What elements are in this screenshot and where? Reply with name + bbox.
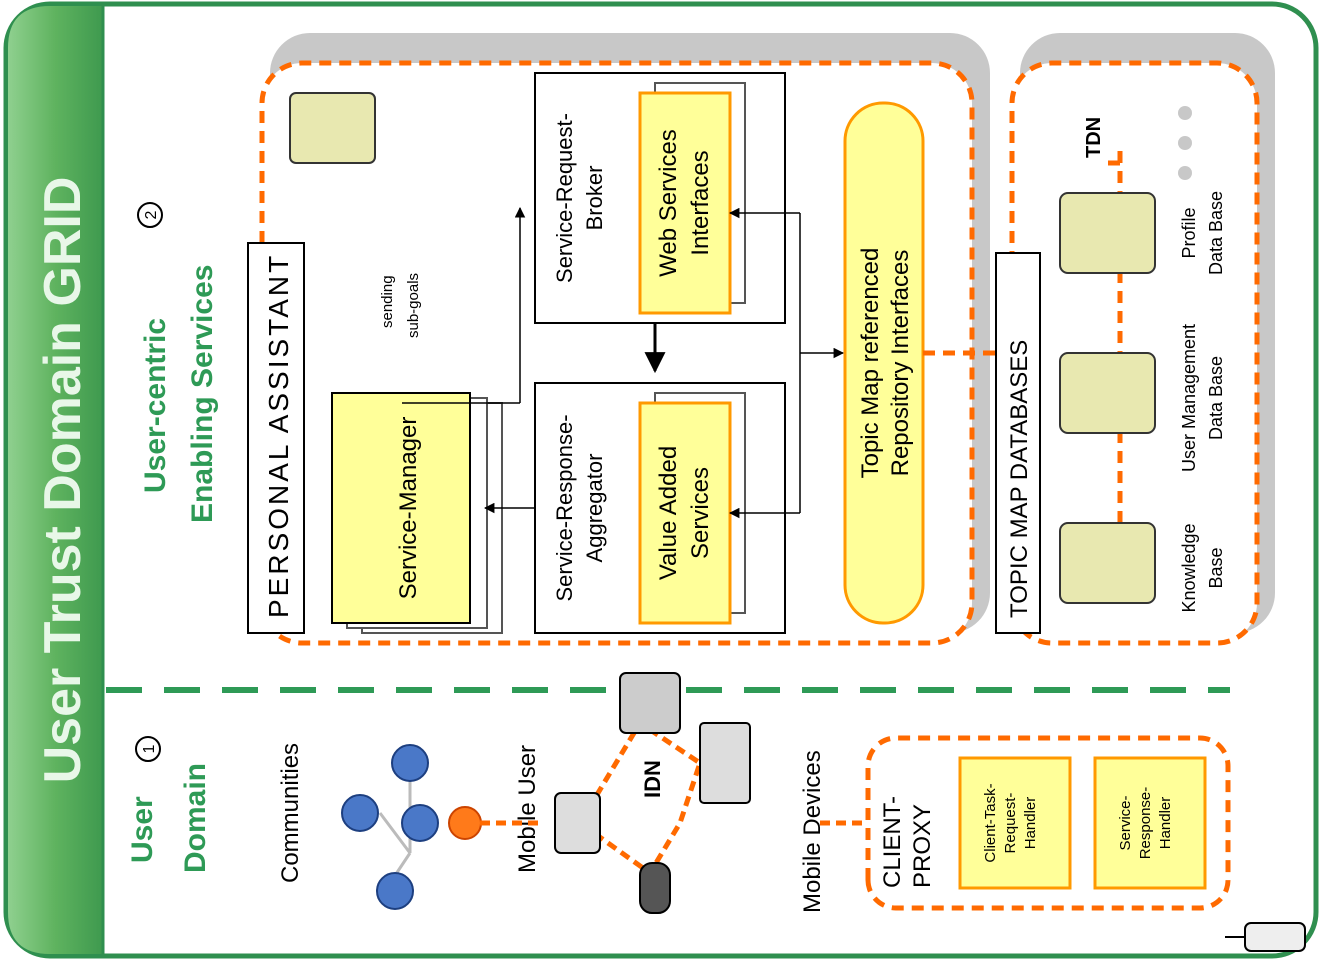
banner-title: User Trust Domain GRID (34, 177, 92, 784)
client-task-request-handler (958, 756, 1072, 890)
response-handler-line-2: Response- (1137, 787, 1154, 860)
personal-assistant-title: PERSONAL ASSISTANT (263, 253, 294, 618)
web-services-line-1: Web Services (655, 129, 682, 277)
value-added-line-2: Services (687, 467, 714, 559)
broker-title-2: Broker (582, 166, 607, 231)
mobile-user-label: Mobile User (514, 745, 541, 873)
value-added-services-box (638, 401, 732, 625)
step-1-badge (135, 736, 161, 762)
value-added-line-1: Value Added (655, 446, 682, 580)
tdn-label: TDN (1083, 117, 1105, 158)
web-services-line-2: Interfaces (687, 150, 714, 255)
profile-server-icon (1059, 192, 1156, 274)
green-band (8, 6, 102, 954)
communities-label: Communities (277, 743, 304, 883)
user-management-line-1: User Management (1179, 324, 1199, 472)
user-management-server-icon (1059, 352, 1156, 434)
repository-line-2: Repository Interfaces (887, 250, 914, 477)
client-proxy-title-1: CLIENT- (879, 796, 906, 888)
profile-line-2: Data Base (1206, 191, 1226, 275)
communities-people-icon (341, 744, 482, 910)
mobile-devices-label: Mobile Devices (799, 750, 826, 913)
response-handler-line-3: Handler (1157, 797, 1174, 850)
client-proxy-title-2: PROXY (909, 804, 936, 888)
idn-network: IDN (554, 672, 751, 914)
repository-interfaces-box (843, 101, 925, 625)
repository-line-1: Topic Map referenced (857, 248, 884, 479)
user-domain-label-2: Domain (179, 763, 212, 873)
antenna-icon (1225, 922, 1306, 952)
client-proxy-box (865, 735, 1231, 911)
response-handler-line-1: Service- (1117, 795, 1134, 850)
mobile-user-icon (448, 806, 482, 840)
idn-label: IDN (640, 760, 665, 798)
knowledge-base-line-2: Base (1206, 547, 1226, 588)
rotated-content: User Domain 1 Communities Mobile User ID… (126, 33, 1306, 952)
user-management-line-2: Data Base (1206, 356, 1226, 440)
broker-title-1: Service-Request- (552, 113, 577, 283)
server-icon (289, 92, 376, 164)
task-handler-line-3: Handler (1022, 797, 1039, 850)
laptop-device-icon (699, 722, 751, 804)
aggregator-title-2: Aggregator (582, 454, 607, 563)
aggregator-title-1: Service-Response- (552, 414, 577, 601)
knowledge-base-line-1: Knowledge (1179, 523, 1199, 612)
enabling-label-2: Enabling Services (186, 265, 219, 523)
personal-assistant-title-box (247, 242, 305, 634)
user-domain-label-1: User (126, 796, 159, 863)
step-2-number: 2 (143, 210, 160, 219)
knowledge-base-server-icon (1059, 522, 1156, 604)
subgoals-label: sub-goals (405, 273, 422, 338)
pda-device-icon (554, 792, 601, 854)
task-handler-line-1: Client-Task- (982, 783, 999, 862)
step-2-badge (137, 202, 163, 228)
phone-device-icon (639, 862, 671, 914)
service-manager-box (331, 392, 471, 624)
service-manager-label: Service-Manager (395, 417, 422, 600)
task-handler-line-2: Request- (1002, 793, 1019, 854)
databases-title-box (995, 252, 1041, 634)
tablet-device-icon (619, 672, 681, 734)
service-response-handler (1093, 756, 1207, 890)
web-services-interfaces-box (638, 91, 732, 315)
sending-label: sending (379, 275, 396, 328)
databases-title: TOPIC MAP DATABASES (1006, 340, 1033, 618)
step-1-number: 1 (141, 744, 158, 753)
more-dots-icon (1178, 106, 1192, 180)
profile-line-1: Profile (1179, 207, 1199, 258)
enabling-label-1: User-centric (139, 318, 172, 493)
